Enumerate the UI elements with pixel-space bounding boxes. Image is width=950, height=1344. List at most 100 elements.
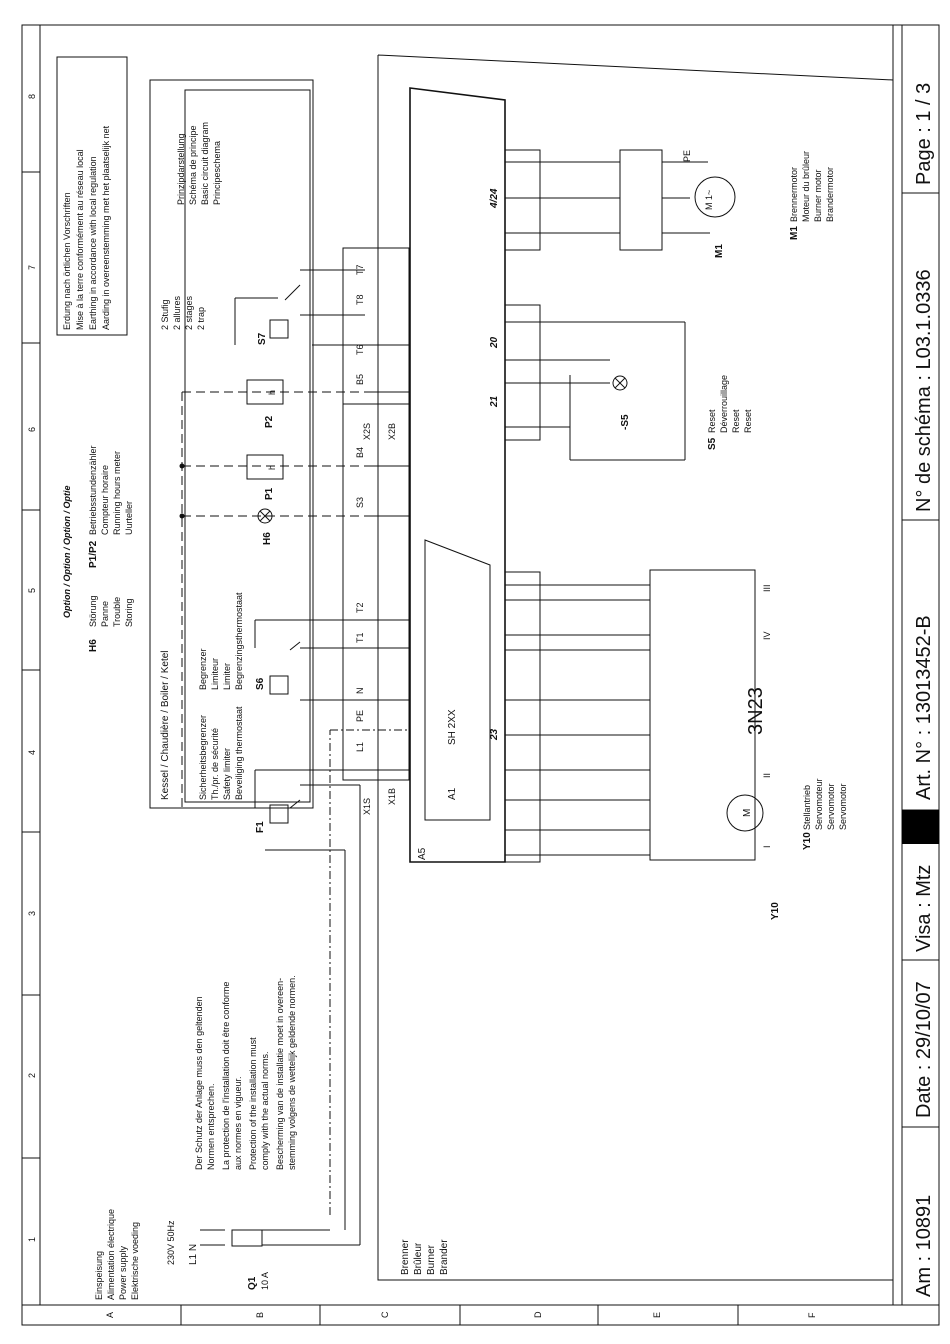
svg-text:Brenner: Brenner (400, 1239, 411, 1275)
reset-lamp-icon (612, 375, 628, 391)
svg-text:2 Stufig: 2 Stufig (160, 299, 170, 330)
s6-legend: Begrenzer Limiteur Limiter Begrenzingsth… (198, 592, 244, 690)
svg-text:Compteur horaire: Compteur horaire (100, 465, 110, 535)
supply-legend: Einspeisung Alimentation électrique Powe… (94, 1209, 270, 1300)
svg-text:Stellantrieb: Stellantrieb (802, 785, 812, 830)
svg-text:Reset: Reset (731, 409, 741, 433)
f1-thermostat: F1 (254, 769, 365, 833)
burner-legend: Brenner Brûleur Burner Brander (400, 1239, 450, 1275)
svg-text:A: A (105, 1312, 115, 1318)
svg-text:2 trap: 2 trap (196, 307, 206, 330)
svg-text:Burner motor: Burner motor (813, 169, 823, 222)
svg-text:F: F (807, 1312, 817, 1318)
svg-text:La protection de l'installatio: La protection de l'installation doit êtr… (221, 982, 231, 1170)
svg-text:Einspeisung: Einspeisung (94, 1251, 104, 1300)
x1s-label: X1S (362, 798, 372, 815)
col-label: 6 (27, 427, 37, 432)
col-label: 3 (27, 911, 37, 916)
svg-text:Option / Option / Option / Opt: Option / Option / Option / Optie (62, 486, 72, 618)
f1-legend: Sicherheitsbegrenzer Th./pr. de sécurité… (198, 706, 244, 800)
svg-text:H6: H6 (88, 639, 99, 652)
svg-text:H6: H6 (262, 532, 273, 545)
svg-text:Reset: Reset (707, 409, 717, 433)
svg-text:T2: T2 (355, 602, 365, 613)
svg-text:P2: P2 (264, 415, 275, 428)
svg-text:Trouble: Trouble (112, 597, 122, 627)
svg-text:-S5: -S5 (620, 414, 631, 430)
svg-text:Limiter: Limiter (222, 663, 232, 690)
svg-text:Moteur du brûleur: Moteur du brûleur (801, 151, 811, 222)
svg-text:Brandermotor: Brandermotor (825, 167, 835, 222)
x1b-label: X1B (387, 788, 397, 805)
svg-text:20: 20 (489, 336, 500, 349)
boiler-inner-box (184, 89, 311, 803)
svg-text:C: C (380, 1311, 390, 1318)
svg-text:Normen entsprechen.: Normen entsprechen. (206, 1083, 216, 1170)
p1-meter: h P1 (246, 454, 284, 500)
svg-text:B4: B4 (355, 447, 365, 458)
schema-number: N° de schéma : L03.1.0336 (913, 269, 935, 512)
svg-text:A5: A5 (417, 847, 428, 860)
svg-text:Mise à la terre conformément a: Mise à la terre conformément au réseau l… (75, 149, 85, 330)
svg-text:4/24: 4/24 (489, 188, 500, 209)
s6-thermostat: S6 (254, 619, 365, 695)
option-dashed-wiring (179, 391, 365, 810)
svg-text:Begrenzingsthermostaat: Begrenzingsthermostaat (234, 592, 244, 690)
supply-wiring (200, 729, 410, 1247)
svg-text:D: D (533, 1311, 543, 1318)
svg-text:E: E (652, 1312, 662, 1318)
svg-text:h: h (267, 465, 277, 470)
svg-text:23: 23 (489, 728, 500, 741)
svg-text:M1: M1 (789, 226, 800, 240)
date: Date : 29/10/07 (913, 981, 935, 1118)
svg-text:Panne: Panne (100, 601, 110, 627)
boiler-box (149, 79, 314, 809)
servo-model: 3N23 (745, 687, 767, 735)
svg-text:Begrenzer: Begrenzer (198, 648, 208, 690)
svg-text:II: II (762, 773, 772, 778)
svg-text:Brander: Brander (439, 1239, 450, 1275)
p2-meter: h P2 (246, 379, 284, 428)
col-label: 8 (27, 94, 37, 99)
svg-text:T8: T8 (355, 294, 365, 305)
svg-text:N: N (355, 688, 365, 695)
svg-text:M 1~: M 1~ (704, 190, 714, 210)
svg-text:F1: F1 (255, 821, 266, 833)
svg-text:PE: PE (682, 150, 692, 162)
reset-wiring: -S5 (504, 304, 686, 461)
column-grid: 8 7 6 5 4 3 2 1 (22, 94, 40, 1242)
article-number: Art. N° : 13013452-B (913, 615, 935, 800)
svg-text:Brûleur: Brûleur (413, 1242, 424, 1275)
svg-text:Q1: Q1 (247, 1276, 258, 1290)
stages-note: 2 Stufig 2 allures 2 stages 2 trap (160, 295, 206, 330)
svg-text:Aarding in overeenstemming met: Aarding in overeenstemming met het plaat… (101, 125, 111, 330)
svg-text:Erdung nach örtlichen Vorschri: Erdung nach örtlichen Vorschriften (62, 192, 72, 330)
svg-text:SH 2XX: SH 2XX (447, 709, 458, 745)
servo-wiring: M 3N23 Y10 I II III IV (504, 569, 781, 920)
svg-text:Beveiliging thermostaat: Beveiliging thermostaat (234, 706, 244, 800)
svg-text:Brennermotor: Brennermotor (789, 167, 799, 222)
terminal-wires (300, 344, 410, 771)
svg-text:Storing: Storing (124, 598, 134, 627)
a1-controller (424, 539, 491, 821)
svg-text:aux normes en vigueur.: aux normes en vigueur. (233, 1076, 243, 1170)
svg-text:Servomotor: Servomotor (838, 783, 848, 830)
row-grid: A B C D E F (105, 1305, 817, 1325)
x2s-label: X2S (362, 423, 372, 440)
svg-text:Déverrouillage: Déverrouillage (719, 375, 729, 433)
svg-text:Th./pr. de sécurité: Th./pr. de sécurité (210, 728, 220, 800)
svg-text:IV: IV (762, 631, 772, 640)
x2b-label: X2B (387, 423, 397, 440)
svg-text:Principeschema: Principeschema (212, 141, 222, 205)
col-label: 5 (27, 588, 37, 593)
svg-text:10 A: 10 A (260, 1272, 270, 1290)
title-block: Am : 10891 Date : 29/10/07 Visa : Mtz Ar… (901, 25, 939, 1305)
svg-text:Y10: Y10 (802, 832, 813, 850)
svg-text:Uurteller: Uurteller (124, 501, 134, 535)
svg-text:Limiteur: Limiteur (210, 658, 220, 690)
y10-servo-box (649, 569, 756, 861)
svg-text:III: III (762, 584, 772, 592)
svg-text:L1 N: L1 N (188, 1244, 199, 1265)
svg-text:T7: T7 (355, 264, 365, 275)
